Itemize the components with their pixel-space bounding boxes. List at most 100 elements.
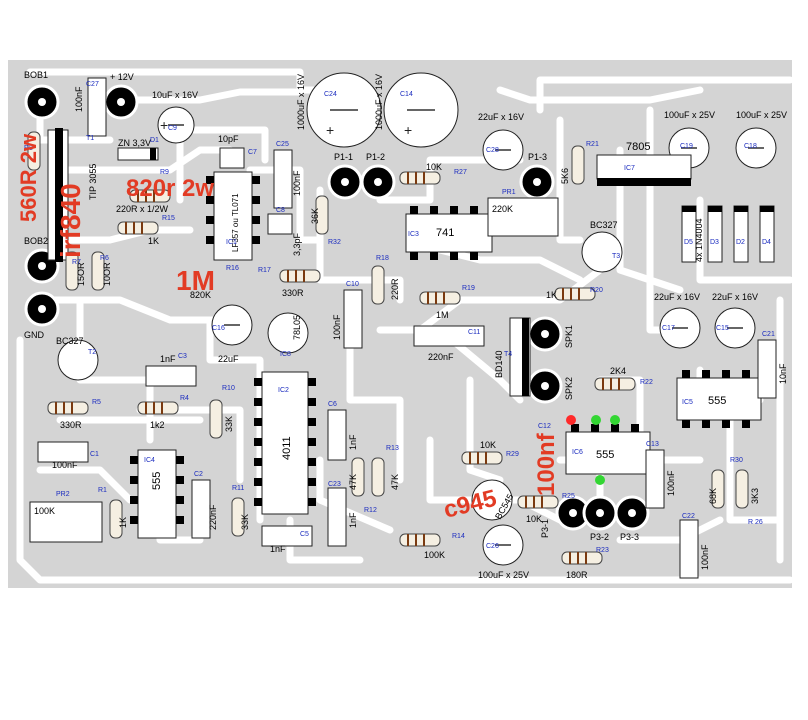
cap-c3-value: 1nF	[160, 354, 176, 364]
ref-c14: C14	[400, 91, 413, 98]
ic1-value: LF357 ou TL071	[231, 193, 240, 252]
ic7-value: 7805	[626, 141, 650, 153]
ref-r27: R27	[454, 169, 467, 176]
res-r7-value: 15OR	[76, 262, 86, 286]
res-r25-value: 10K	[526, 514, 542, 524]
t2-value: BC327	[56, 336, 84, 346]
ref-c3: C3	[178, 353, 187, 360]
ref-c18: C18	[744, 143, 757, 150]
ic3-value: 741	[436, 227, 454, 239]
cap-c23-value: 1nF	[348, 512, 358, 528]
cap-c26-value: 100uF x 25V	[478, 570, 529, 580]
ref-r21: R21	[586, 141, 599, 148]
t1-value: TIP 3055	[88, 164, 98, 200]
label-p3-1: P3-1	[540, 519, 550, 538]
ref-t1: T1	[86, 135, 94, 142]
ic8-value: 78L05	[292, 315, 302, 340]
note-1m: 1M	[176, 265, 215, 296]
ref-r32: R32	[328, 239, 341, 246]
ref-c22: C22	[682, 513, 695, 520]
ref-pr2: PR2	[56, 491, 70, 498]
ic5-body	[676, 377, 762, 421]
transistor-bodies	[57, 231, 623, 521]
ref-d4: D4	[762, 239, 771, 246]
regulator-ic7-body	[596, 154, 692, 180]
ref-c16: C16	[212, 325, 225, 332]
ref-r10: R10	[222, 385, 235, 392]
ref-r18: R18	[376, 255, 389, 262]
res-r22-value: 2K4	[610, 366, 626, 376]
cap-c19-value: 100uF x 25V	[664, 110, 715, 120]
ic5-value: 555	[708, 395, 726, 407]
ref-c19: C19	[680, 143, 693, 150]
ic4-body	[137, 449, 177, 539]
ref-r26: R 26	[748, 519, 763, 526]
res-r16-value: 820K	[190, 290, 211, 300]
ref-pr1: PR1	[502, 189, 516, 196]
pr2-value: 100K	[34, 506, 55, 516]
res-r21-value: 5K6	[560, 168, 570, 184]
res-r19-value: 1M	[436, 310, 449, 320]
res-r32-value: 36K	[310, 208, 320, 224]
transistor-t4-tab	[522, 318, 529, 396]
ref-t2: T2	[88, 349, 96, 356]
ref-c27: C27	[86, 81, 99, 88]
label-p3-2: P3-2	[590, 532, 609, 542]
label-p1-1: P1-1	[334, 152, 353, 162]
res-r15-value: 1K	[148, 236, 159, 246]
ref-c1: C1	[90, 451, 99, 458]
cap-c1-value: 100nF	[52, 460, 78, 470]
ref-t4: T4	[504, 351, 512, 358]
ic6-value: 555	[596, 449, 614, 461]
ref-r12: R12	[364, 507, 377, 514]
note-100nf: 100nf	[533, 432, 560, 496]
t4-value: BD140	[494, 350, 504, 378]
res-r27-value: 10K	[426, 162, 442, 172]
cap-c6-value: 1nF	[348, 434, 358, 450]
cap-c15-value: 22uF x 16V	[712, 292, 758, 302]
ref-d2: D2	[736, 239, 745, 246]
ref-r11: R11	[232, 485, 244, 492]
ref-r15: R15	[162, 215, 175, 222]
ref-ic1: IC1	[226, 239, 237, 246]
ref-r13: R13	[386, 445, 399, 452]
cap-c9-value: 10uF x 16V	[152, 90, 198, 100]
ref-t3: T3	[612, 253, 620, 260]
cap-c10-value: 100nF	[332, 314, 342, 340]
res-r12-value: 47K	[348, 474, 358, 490]
label-bob2: BOB2	[24, 236, 48, 246]
res-r26-value: 68K	[708, 488, 718, 504]
cap-c24-value: 1000uF x 16V	[296, 74, 306, 130]
ref-r6: R6	[100, 255, 109, 262]
note-560r-2w: 560R 2w	[16, 133, 41, 222]
regulator-ic7-tab	[597, 178, 691, 186]
ref-ic5: IC5	[682, 399, 693, 406]
res-r29-value: 10K	[480, 440, 496, 450]
regulator-ic8	[267, 312, 309, 354]
ref-ic8: IC8	[280, 351, 291, 358]
ref-c6: C6	[328, 401, 337, 408]
cap-c14-value: 1000uF x 16V	[374, 74, 384, 130]
cap-c18-value: 100uF x 25V	[736, 110, 787, 120]
ref-c15: C15	[716, 325, 729, 332]
diodes-group-value: 4x 1N4004	[694, 218, 704, 262]
ref-r23: R23	[596, 547, 609, 554]
cap-c7-value: 10pF	[218, 134, 239, 144]
ref-d5: D5	[684, 239, 693, 246]
d1-value: ZN 3,3V	[118, 138, 151, 148]
label-spk2: SPK2	[564, 377, 574, 400]
res-r30-value: 3K3	[750, 488, 760, 504]
cap-c21-value: 10nF	[778, 363, 788, 384]
ref-r19: R19	[462, 285, 475, 292]
res-r23-value: 180R	[566, 570, 588, 580]
cap-c5-value: 1nF	[270, 544, 286, 554]
ref-r29: R29	[506, 451, 519, 458]
ref-c12: C12	[538, 423, 551, 430]
label-p1-2: P1-2	[366, 152, 385, 162]
ref-r7: R7	[72, 259, 81, 266]
pot-pr1-body	[487, 197, 559, 237]
ic4-value: 555	[151, 472, 163, 490]
ref-r25: R25	[562, 493, 575, 500]
ref-ic7: IC7	[624, 165, 635, 172]
